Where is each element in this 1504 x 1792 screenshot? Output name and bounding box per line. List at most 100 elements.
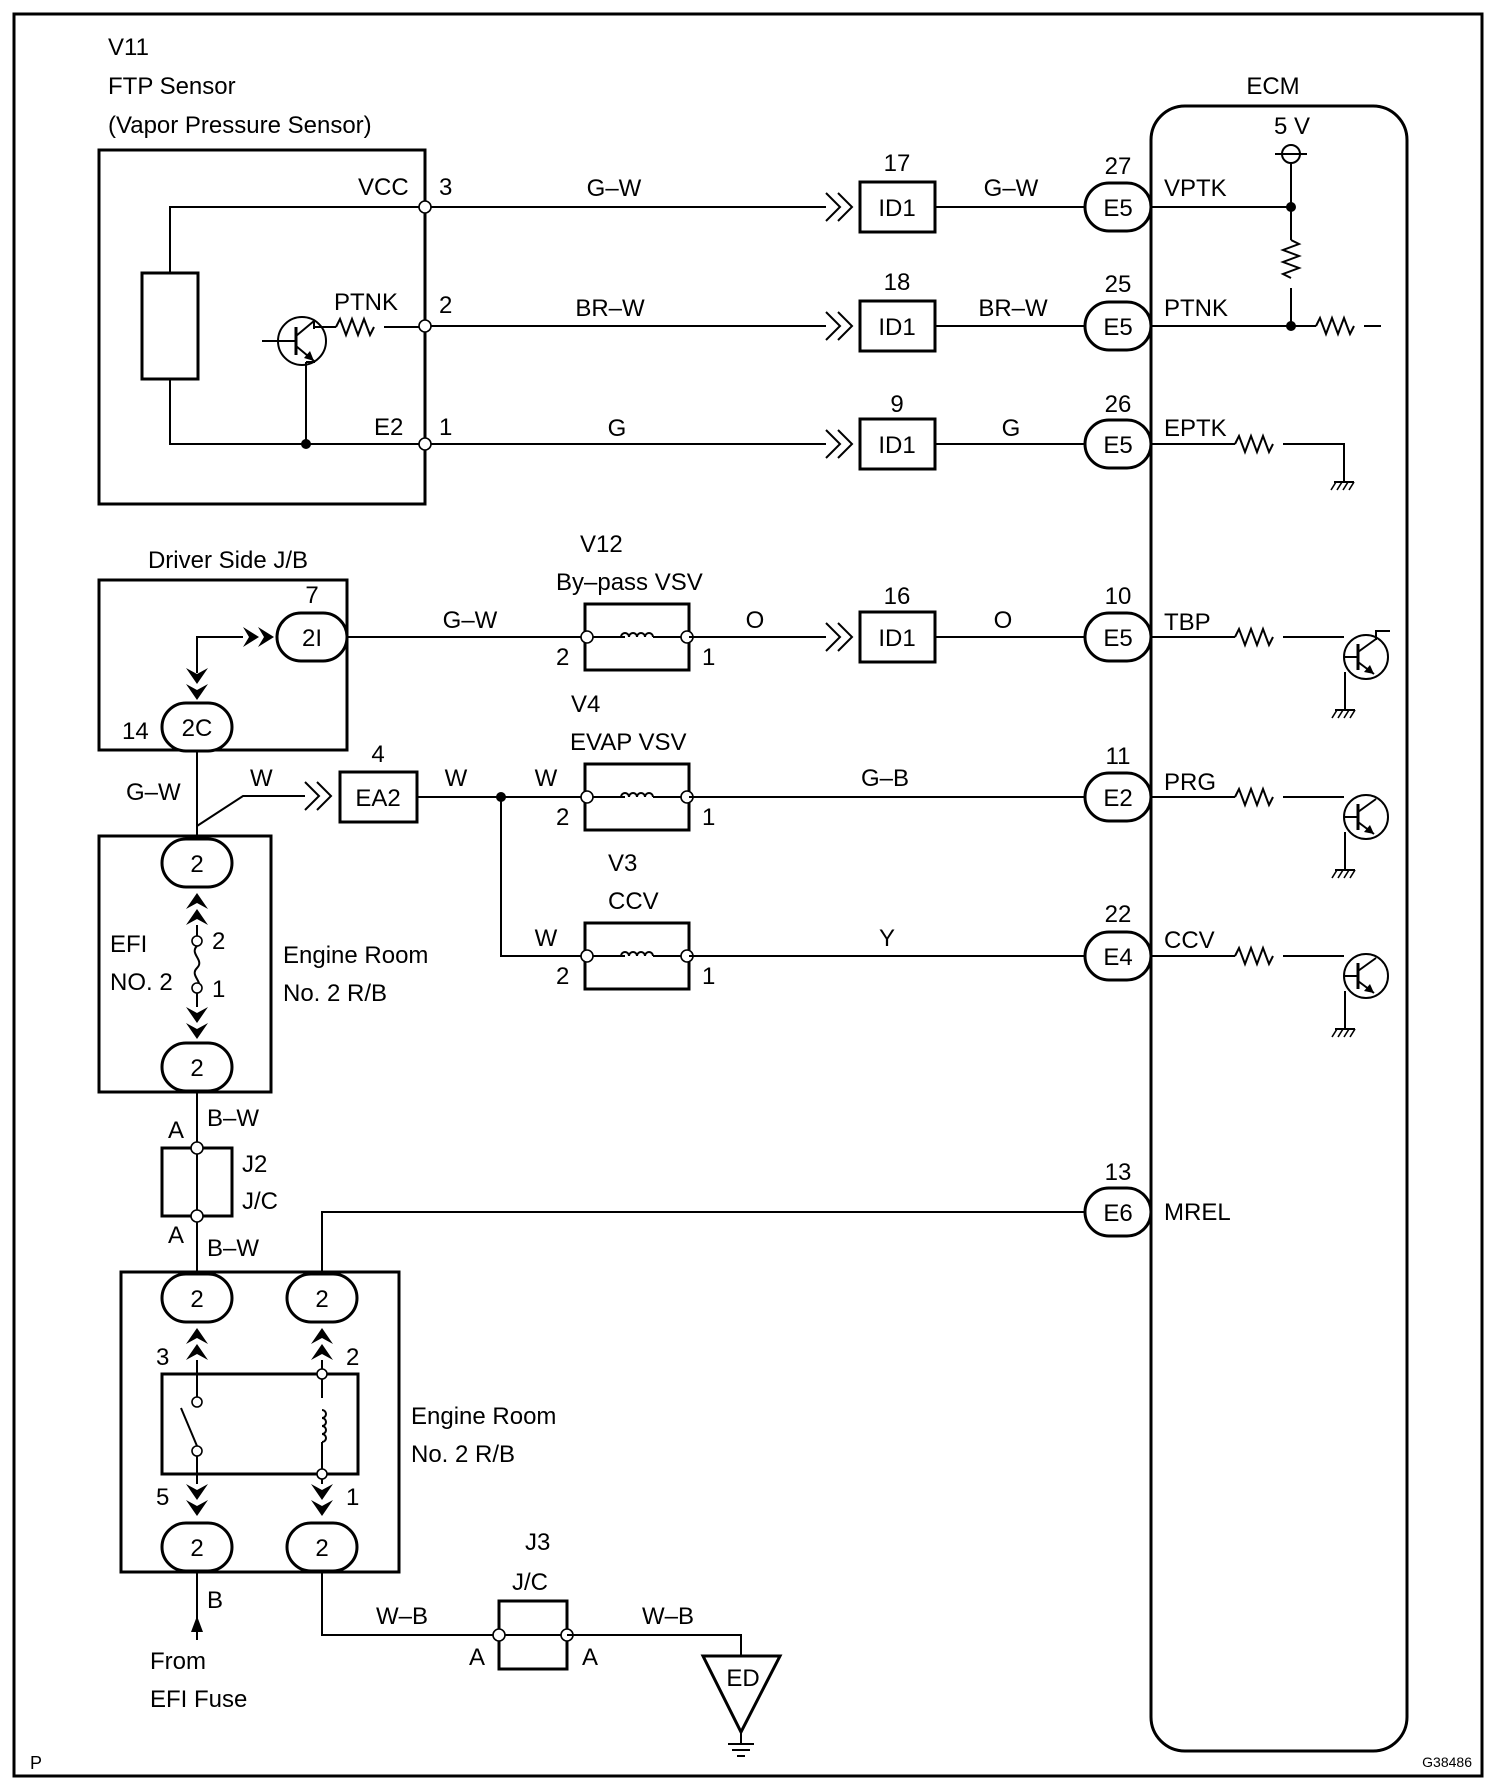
ccv-driver-transistor-icon <box>1342 952 1390 1000</box>
bypass-vsv: V12 By–pass VSV 2 1 <box>556 531 715 672</box>
j3-pin-a-right: A <box>582 1644 598 1671</box>
efi-fuse-label1: EFI <box>110 931 147 958</box>
ecm-vptk-label: VPTK <box>1164 175 1227 202</box>
fuse-pin2: 2 <box>212 928 225 955</box>
ccv-valve: V3 CCV 2 1 <box>556 850 715 991</box>
ftp-sensor-code: V11 <box>108 34 149 61</box>
connector-2c-label: 2C <box>182 715 213 742</box>
wire-label-brw-2: BR–W <box>978 295 1048 322</box>
wire-label-w-2: W <box>445 765 468 792</box>
connector-id1-16 <box>858 610 937 664</box>
ftp-sensor-name: FTP Sensor <box>108 73 236 100</box>
evap-vsv: V4 EVAP VSV 2 1 <box>556 691 715 832</box>
wire-label-gw-2: G–W <box>984 175 1039 202</box>
wire-label-wb-1: W–B <box>376 1603 428 1630</box>
ground-icon-prg <box>1331 869 1356 879</box>
pin-2-label: 2 <box>439 292 452 319</box>
wire-label-y: Y <box>879 925 895 952</box>
connector-e5-27-label: E5 <box>1103 195 1132 222</box>
ground-ed-label: ED <box>726 1665 759 1692</box>
ground-icon-eptk <box>1330 481 1355 491</box>
pin-9: 9 <box>890 391 903 418</box>
ftp-sensor: V11 FTP Sensor (Vapor Pressure Sensor) V… <box>97 34 452 506</box>
ecm-ccv-label: CCV <box>1164 927 1215 954</box>
rb-lower-line1: Engine Room <box>411 1403 556 1430</box>
wire-label-wb-2: W–B <box>642 1603 694 1630</box>
pin-7: 7 <box>305 582 318 609</box>
relay-pin5: 5 <box>156 1484 169 1511</box>
connector-e5-25-label: E5 <box>1103 314 1132 341</box>
bypass-vsv-pin2: 2 <box>556 644 569 671</box>
arrow-down-icon <box>311 1484 333 1500</box>
ecm-connectors: E5 27 E5 25 E5 26 E5 10 E2 11 E4 22 E6 1… <box>1083 153 1153 1238</box>
connector-e4-22-label: E4 <box>1103 944 1132 971</box>
ecm-supply-label: 5 V <box>1274 113 1310 140</box>
rb-upper-line1: Engine Room <box>283 942 428 969</box>
connector-e5-25 <box>1083 300 1153 352</box>
ecm-title: ECM <box>1246 73 1299 100</box>
pin-18: 18 <box>884 269 911 296</box>
j3-code: J3 <box>525 1529 550 1556</box>
pin-11: 11 <box>1106 743 1131 770</box>
pin-13: 13 <box>1105 1159 1132 1186</box>
wire-label-o-2: O <box>994 607 1013 634</box>
ecm: ECM 5 V VPTK PTNK EPTK TBP PRG CCV MREL <box>1149 73 1409 1753</box>
efi-fuse-label2: NO. 2 <box>110 969 173 996</box>
connector-id1-9-label: ID1 <box>878 432 915 459</box>
pin-14: 14 <box>122 718 149 745</box>
connector-rb-lower-bl-label: 2 <box>190 1535 203 1562</box>
connector-e2-11-label: E2 <box>1103 785 1132 812</box>
j3-pin-a-left: A <box>469 1644 485 1671</box>
wire-label-b: B <box>207 1587 223 1614</box>
relay-box <box>160 1372 360 1476</box>
footer-right: G38486 <box>1422 1754 1472 1770</box>
arrow-down-icon <box>186 668 208 684</box>
arrow-down-icon <box>186 1484 208 1500</box>
ccv-valve-pin2: 2 <box>556 963 569 990</box>
page-frame <box>12 12 1484 1778</box>
ecm-tbp-label: TBP <box>1164 609 1211 636</box>
connector-id1-18 <box>858 299 937 353</box>
ecm-box <box>1149 104 1409 1753</box>
wire-label-g-2: G <box>1002 415 1021 442</box>
arrow-up-icon <box>311 1328 333 1344</box>
engine-room-rb-upper: 2 2 2 1 EFI NO. 2 <box>97 834 273 1094</box>
engine-room-rb-lower: 2 2 2 2 3 2 5 1 <box>119 1270 401 1574</box>
engine-room-rb-lower-box <box>119 1270 401 1574</box>
j2-pin-a-top: A <box>168 1117 184 1144</box>
connector-rb-lower-tr-label: 2 <box>315 1286 328 1313</box>
arrow-right-icon <box>243 627 259 647</box>
pin-27: 27 <box>1105 153 1132 180</box>
arrow-up-icon <box>186 893 208 909</box>
evap-vsv-code: V4 <box>571 691 600 718</box>
connector-e5-26-label: E5 <box>1103 432 1132 459</box>
ccv-valve-code: V3 <box>608 850 637 877</box>
wire-label-brw-1: BR–W <box>575 295 645 322</box>
rb-lower-line2: No. 2 R/B <box>411 1441 515 1468</box>
pin-ptnk-label: PTNK <box>334 289 398 316</box>
pin-3-label: 3 <box>439 174 452 201</box>
tbp-driver-transistor-icon <box>1342 633 1390 681</box>
wire-label-gw-4: G–W <box>126 779 181 806</box>
pin-1-label: 1 <box>439 414 452 441</box>
pin-26: 26 <box>1105 391 1132 418</box>
wire-label-g-1: G <box>608 415 627 442</box>
ecm-ptnk-label: PTNK <box>1164 295 1228 322</box>
connector-id1-9 <box>858 417 937 471</box>
connector-ea2 <box>338 770 419 824</box>
pin-16: 16 <box>884 583 911 610</box>
ftp-sensor-desc: (Vapor Pressure Sensor) <box>108 112 372 139</box>
bypass-vsv-code: V12 <box>580 531 623 558</box>
evap-vsv-pin1: 1 <box>702 804 715 831</box>
arrow-up-icon <box>191 1616 203 1632</box>
wire-label-w-4: W <box>535 925 558 952</box>
pin-22: 22 <box>1105 901 1132 928</box>
connector-rb-lower-tr <box>285 1272 359 1324</box>
bypass-vsv-pin1: 1 <box>702 644 715 671</box>
pin-vcc-label: VCC <box>358 174 409 201</box>
wire-label-o-1: O <box>746 607 765 634</box>
pin-4: 4 <box>371 741 384 768</box>
ccv-valve-name: CCV <box>608 888 659 915</box>
connector-id1-16-label: ID1 <box>878 625 915 652</box>
